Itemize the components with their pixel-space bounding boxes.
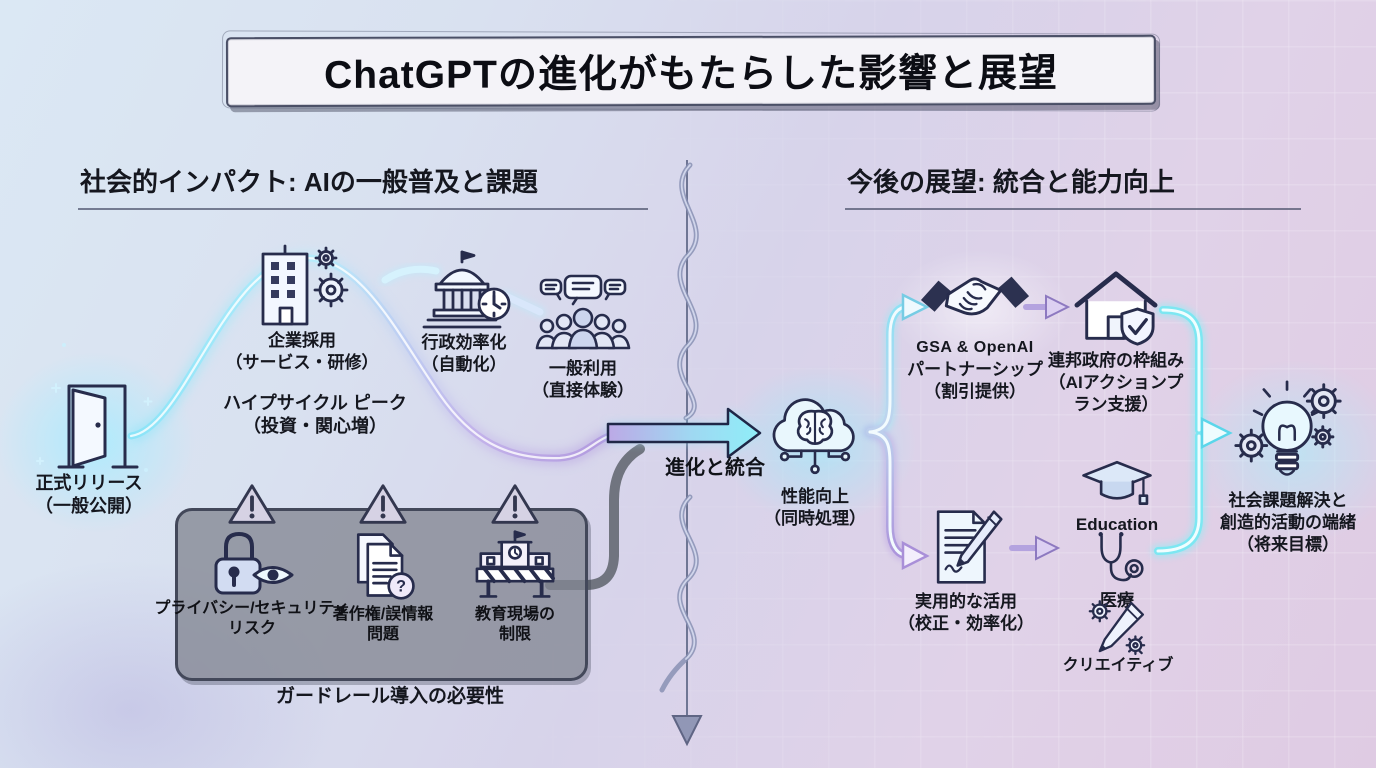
risk-privacy-label: プライバシー/セキュリティ (154, 600, 350, 617)
node-domain-education: Education (1062, 458, 1172, 536)
capitol-clock-icon (410, 248, 518, 332)
warning-triangle-icon (358, 481, 408, 527)
risk-copyright-sub: 問題 (366, 626, 399, 644)
federal-label: 連邦政府の枠組み (1048, 351, 1184, 370)
divider-arrowhead (671, 715, 703, 747)
hype-peak-label: ハイプサイクル ピーク (223, 393, 407, 413)
risk-education-label: 教育現場の (474, 606, 555, 623)
node-domain-medical: 医療 (1068, 530, 1166, 612)
partnership-sub: （割引提供） (924, 381, 1026, 401)
hype-peak-sub: （投資・関心増） (243, 416, 387, 437)
node-performance: 性能向上 （同時処理） (745, 384, 885, 530)
goal-label2: 創造的活動の端緒 (1220, 513, 1356, 533)
svg-text:?: ? (396, 578, 406, 596)
performance-sub: （同時処理） (764, 509, 866, 529)
enterprise-label: 企業採用 (268, 331, 336, 350)
government-sub: （自動化） (421, 355, 507, 375)
risk-item-privacy: プライバシー/セキュリティ リスク (154, 481, 350, 640)
transition-label: 進化と統合 (665, 457, 765, 479)
warning-triangle-icon (227, 481, 277, 527)
enterprise-sub: （サービス・研修） (225, 353, 379, 373)
release-label: 正式リリース (35, 473, 143, 493)
risk-item-education: 教育現場の 制限 (440, 481, 590, 646)
brain-cloud-icon (756, 384, 874, 486)
practical-label: 実用的な活用 (915, 592, 1017, 611)
partnership-label: GSA & OpenAI (916, 339, 1034, 356)
release-sub: （一般公開） (35, 496, 143, 517)
node-federal: 連邦政府の枠組み （AIアクションプ ラン支援） (1038, 268, 1194, 416)
public-use-label: 一般利用 (549, 359, 617, 378)
domain-medical-label: 医療 (1100, 591, 1134, 610)
risk-box: プライバシー/セキュリティ リスク ? 著作権/誤情報 問題 (154, 484, 588, 681)
node-release: 正式リリース （一般公開） (14, 372, 164, 519)
building-gears-icon (247, 238, 357, 330)
federal-sub: ラン支援） (1073, 395, 1159, 415)
partnership-label2: パートナーシップ (907, 359, 1043, 379)
left-section-heading: 社会的インパクト: AIの一般普及と課題 (78, 162, 648, 210)
graduation-cap-icon (1080, 458, 1154, 514)
performance-label: 性能向上 (781, 487, 849, 506)
node-practical: 実用的な活用 （校正・効率化） (893, 503, 1039, 635)
goal-label: 社会課題解決と (1228, 491, 1348, 510)
node-enterprise: 企業採用 （サービス・研修） (213, 238, 391, 374)
house-shield-icon (1068, 268, 1164, 350)
risk-item-copyright: ? 著作権/誤情報 問題 (308, 481, 458, 646)
page-title: ChatGPTの進化がもたらした影響と展望 (324, 52, 1058, 97)
warning-triangle-icon (490, 481, 540, 527)
government-label: 行政効率化 (421, 333, 507, 352)
domain-education-label: Education (1075, 515, 1159, 534)
school-barrier-icon (469, 527, 561, 605)
node-goal: 社会課題解決と 創造的活動の端緒 （将来目標） (1208, 376, 1368, 556)
node-public-use: 一般利用 （直接体験） (508, 272, 658, 402)
risk-privacy-sub: リスク (227, 620, 276, 638)
node-hype-peak: ハイプサイクル ピーク （投資・関心増） (196, 392, 434, 439)
practical-sub: （校正・効率化） (898, 614, 1034, 634)
handshake-icon (919, 266, 1031, 338)
public-use-sub: （直接体験） (532, 381, 634, 401)
node-government: 行政効率化 （自動化） (384, 248, 544, 376)
people-chat-icon (533, 272, 633, 358)
lightbulb-gears-icon (1225, 376, 1351, 490)
node-partnership: GSA & OpenAI パートナーシップ （割引提供） (893, 266, 1057, 403)
risk-education-sub: 制限 (498, 626, 531, 644)
lock-eye-icon (204, 527, 300, 599)
title-banner: ChatGPTの進化がもたらした影響と展望 (225, 34, 1157, 108)
door-icon (33, 372, 145, 472)
federal-label2: （AIアクションプ (1048, 373, 1184, 393)
risk-caption: ガードレール導入の必要性 (275, 686, 504, 707)
node-domain-creative: クリエイティブ (1062, 598, 1174, 677)
document-pen-icon (927, 503, 1005, 591)
right-section-heading: 今後の展望: 統合と能力向上 (845, 162, 1301, 210)
goal-sub: （将来目標） (1237, 535, 1339, 555)
stethoscope-icon (1086, 530, 1148, 590)
risk-copyright-label: 著作権/誤情報 (332, 606, 434, 623)
evolution-arrow (606, 407, 762, 459)
documents-question-icon: ? (343, 527, 423, 605)
gear-pencil-icon (1083, 598, 1153, 656)
domain-creative-label: クリエイティブ (1062, 657, 1174, 674)
